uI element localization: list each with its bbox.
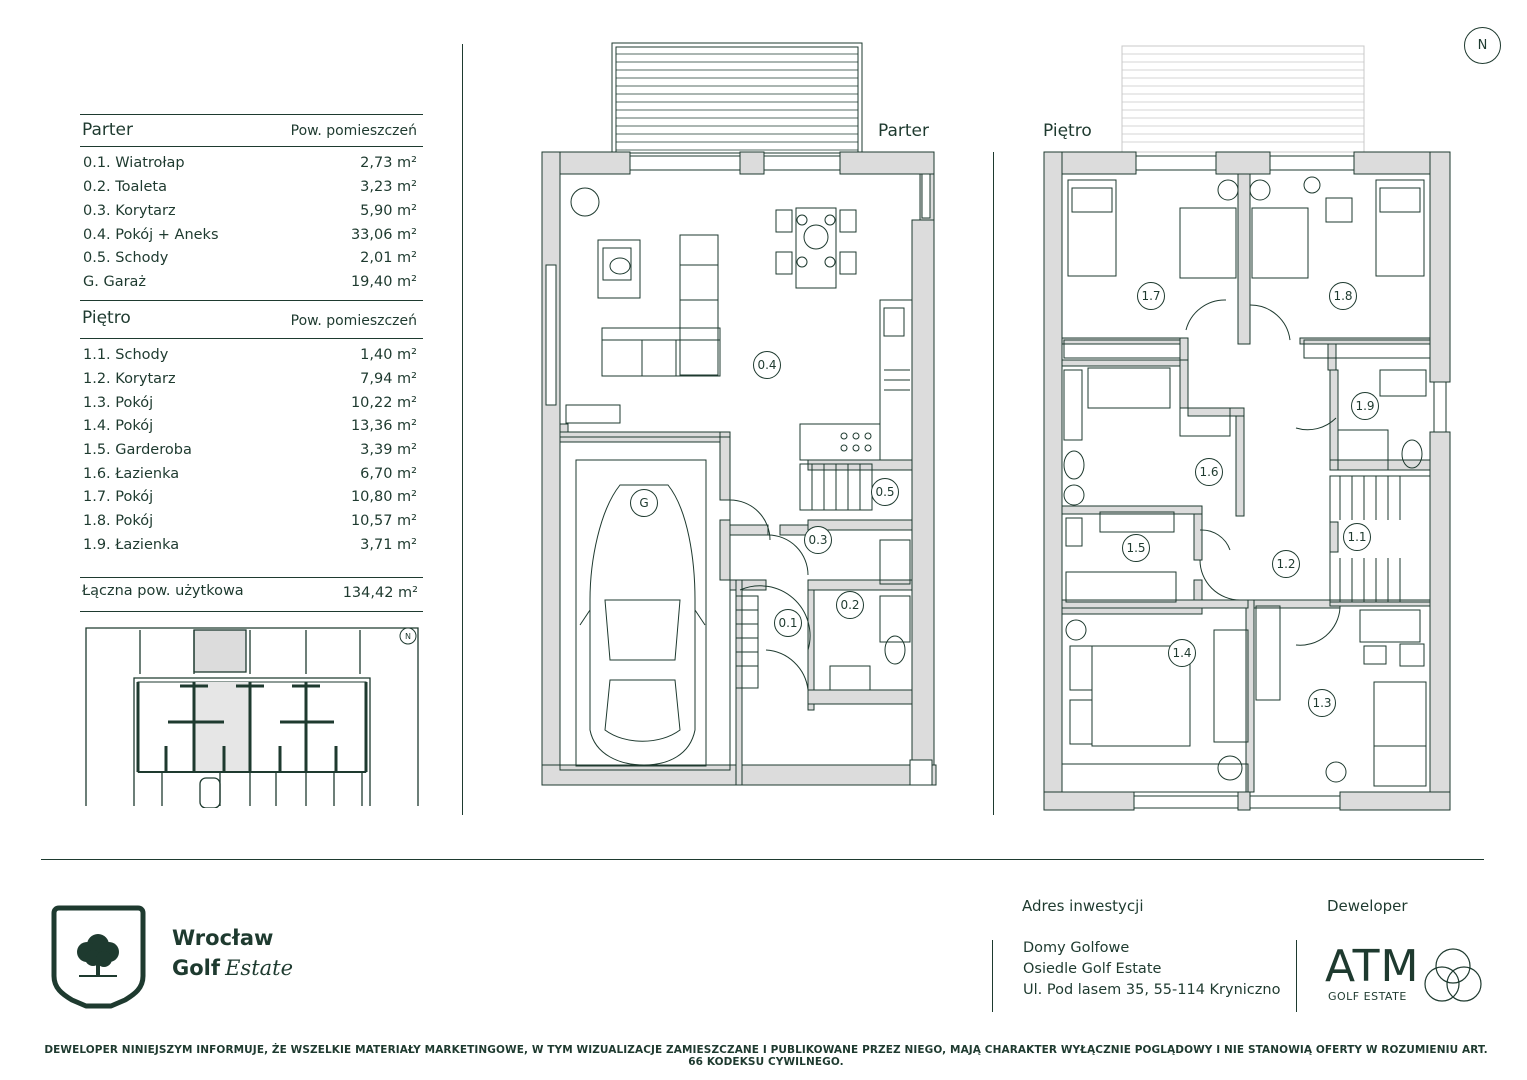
divider	[80, 611, 423, 612]
room-badge: 0.2	[836, 591, 864, 619]
room-badge: 1.3	[1308, 689, 1336, 717]
atm-logo-text: ATM	[1325, 941, 1420, 992]
address-line: Domy Golfowe	[1023, 940, 1130, 956]
divider	[993, 152, 994, 815]
atm-logo-subtitle: GOLF ESTATE	[1328, 990, 1407, 1003]
brand-word-golf: Golf	[172, 956, 220, 980]
room-badge: 1.7	[1137, 282, 1165, 310]
address-line: Ul. Pod lasem 35, 55-114 Kryniczno	[1023, 982, 1281, 998]
parter-heading: Parter	[82, 120, 134, 140]
room-badge: 1.9	[1351, 392, 1379, 420]
upper-floor-label: Piętro	[1043, 121, 1092, 141]
address-block: Domy Golfowe Osiedle Golf Estate Ul. Pod…	[1023, 938, 1280, 1001]
divider	[1296, 940, 1297, 1012]
golf-estate-shield-logo	[51, 905, 146, 1009]
room-badge: 0.5	[871, 478, 899, 506]
divider	[80, 300, 423, 301]
room-badge: 1.4	[1168, 639, 1196, 667]
pietro-heading: Piętro	[82, 308, 131, 328]
compass-north-icon: N	[1464, 27, 1501, 64]
divider	[992, 940, 993, 1012]
site-plan-north-label: N	[405, 632, 411, 641]
developer-heading: Deweloper	[1327, 897, 1408, 915]
parter-col-header: Pow. pomieszczeń	[290, 123, 417, 139]
divider	[80, 577, 423, 578]
address-line: Osiedle Golf Estate	[1023, 961, 1162, 977]
brand-word-estate: Estate	[225, 956, 294, 980]
total-value: 134,42 m²	[342, 585, 418, 601]
pietro-col-header: Pow. pomieszczeń	[290, 313, 417, 329]
room-badge: 0.4	[753, 351, 781, 379]
site-plan-map: N	[85, 627, 419, 808]
room-badge: 0.1	[774, 609, 802, 637]
footer-divider	[41, 859, 1484, 860]
room-badge: 1.5	[1122, 534, 1150, 562]
upper-floor-plan	[1043, 45, 1451, 811]
total-label: Łączna pow. użytkowa	[82, 583, 244, 599]
divider	[80, 338, 423, 339]
ground-floor-plan	[541, 42, 937, 786]
atm-circles-logo-icon	[1424, 948, 1482, 1002]
divider	[462, 44, 463, 815]
divider	[80, 146, 423, 147]
room-badge: 1.1	[1343, 523, 1371, 551]
legal-disclaimer: DEWELOPER NINIEJSZYM INFORMUJE, ŻE WSZEL…	[44, 1044, 1488, 1068]
address-heading: Adres inwestycji	[1022, 897, 1144, 915]
brand-name-line1: Wrocław	[172, 926, 274, 950]
divider	[80, 114, 423, 115]
room-badge: 1.8	[1329, 282, 1357, 310]
ground-floor-label: Parter	[878, 121, 930, 141]
brand-name-line2: Golf Estate	[172, 956, 293, 980]
room-badge: 0.3	[804, 526, 832, 554]
room-badge: G	[630, 489, 658, 517]
room-badge: 1.6	[1195, 458, 1223, 486]
room-badge: 1.2	[1272, 550, 1300, 578]
